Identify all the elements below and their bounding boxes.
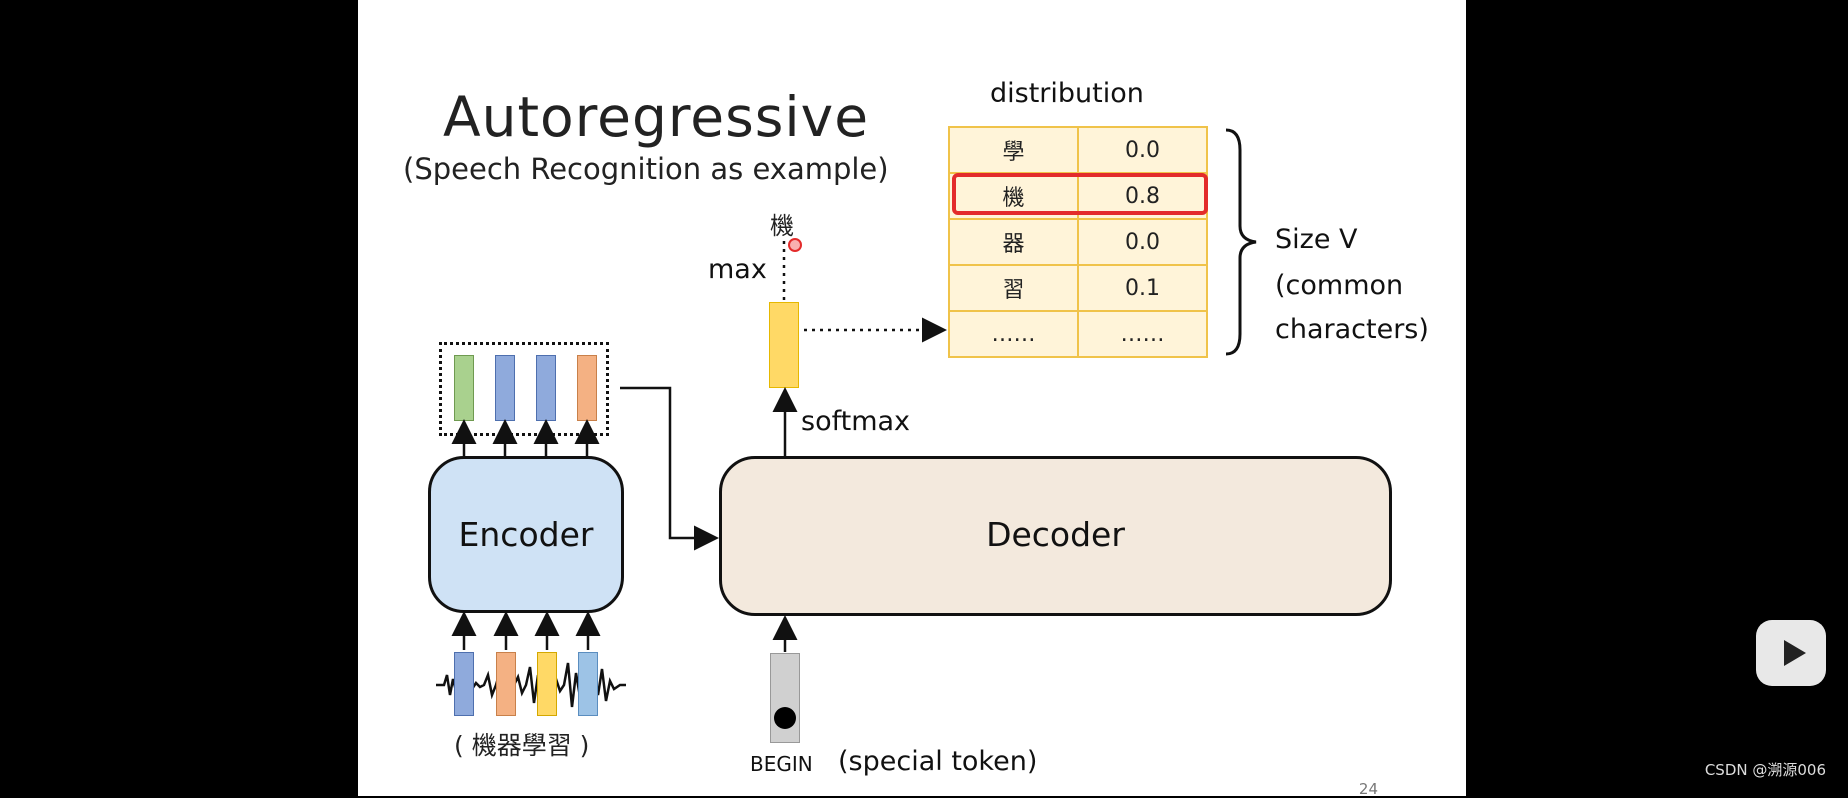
cursor-dot xyxy=(788,238,802,252)
max-label: max xyxy=(708,254,767,285)
slide-title: Autoregressive xyxy=(443,85,870,149)
arrow xyxy=(620,386,719,551)
connection-arrows xyxy=(451,238,947,652)
size-label-2: (common xyxy=(1275,270,1404,301)
output-char: 機 xyxy=(770,212,794,240)
table-prob: 0.1 xyxy=(1077,264,1208,312)
bilibili-tv-icon[interactable] xyxy=(1756,620,1826,686)
special-token-label: (special token) xyxy=(838,746,1038,777)
input-vector xyxy=(496,652,516,716)
table-char: 習 xyxy=(948,264,1079,312)
size-label: Size V xyxy=(1275,224,1358,255)
table-char: 器 xyxy=(948,218,1079,266)
begin-label: BEGIN xyxy=(750,752,813,776)
watermark: CSDN @溯源006 xyxy=(1704,761,1826,779)
softmax-label: softmax xyxy=(801,406,911,437)
input-vector xyxy=(454,652,474,716)
encoder-label: Encoder xyxy=(458,515,594,554)
brace-icon xyxy=(1225,128,1257,356)
encoder-block: Encoder xyxy=(428,456,624,613)
table-row: ………… xyxy=(948,310,1208,358)
input-vector xyxy=(578,652,598,716)
table-prob: 0.0 xyxy=(1077,218,1208,266)
table-prob: 0.0 xyxy=(1077,126,1208,174)
begin-dot-icon xyxy=(774,707,796,729)
slide-subtitle: (Speech Recognition as example) xyxy=(403,152,889,186)
highlight-box xyxy=(952,173,1208,215)
table-prob: …… xyxy=(1077,310,1208,358)
page-number: 24 xyxy=(1358,780,1378,798)
input-vector xyxy=(537,652,557,716)
encoder-output-group xyxy=(439,342,609,436)
decoder-label: Decoder xyxy=(986,515,1125,554)
table-char: 學 xyxy=(948,126,1079,174)
table-char: …… xyxy=(948,310,1079,358)
input-text: ( 機器學習 ) xyxy=(454,731,590,760)
size-label-3: characters) xyxy=(1275,314,1429,345)
distribution-label: distribution xyxy=(990,78,1144,109)
softmax-output-vector xyxy=(769,302,799,388)
decoder-block: Decoder xyxy=(719,456,1392,616)
slide: Autoregressive (Speech Recognition as ex… xyxy=(358,0,1466,798)
